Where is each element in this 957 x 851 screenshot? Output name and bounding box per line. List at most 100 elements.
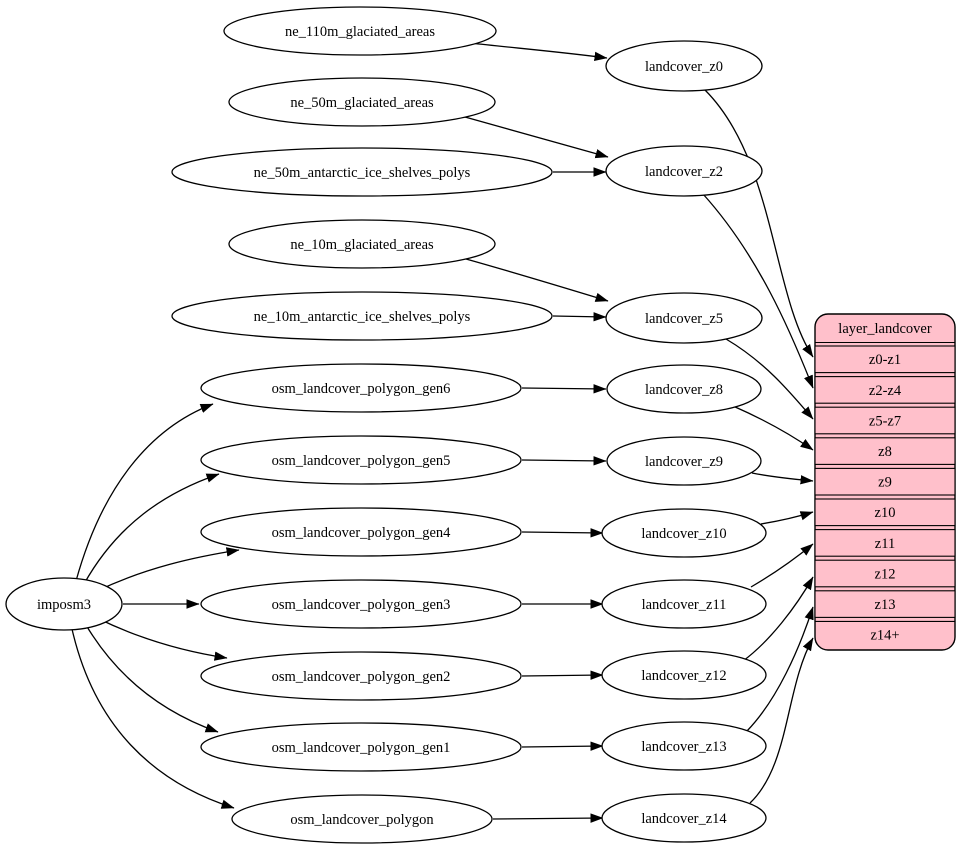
row-z5-z7-label: z5-z7 [869, 414, 901, 430]
node-landcover-z2: landcover_z2 [605, 145, 763, 197]
node-ne-10m-glaciated-areas: ne_10m_glaciated_areas [228, 219, 496, 269]
node-landcover-z9: landcover_z9 [606, 436, 762, 486]
node-landcover-z0: landcover_z0 [605, 40, 763, 92]
node-landcover-z12-label: landcover_z12 [641, 668, 726, 684]
node-imposm3: imposm3 [5, 577, 123, 631]
edge-imposm3-to-osm-landcover-polygon-gen2 [96, 617, 228, 661]
node-osm-landcover-polygon-gen3: osm_landcover_polygon_gen3 [200, 579, 522, 629]
node-osm-landcover-polygon-gen4: osm_landcover_polygon_gen4 [200, 507, 522, 557]
row-z8-cell [814, 437, 956, 465]
node-landcover-z11-shape [601, 579, 767, 629]
edge-landcover-z11-to-row-z11 [750, 543, 814, 588]
row-z9-label: z9 [878, 475, 892, 491]
node-landcover-z10: landcover_z10 [601, 508, 767, 558]
node-landcover-z2-shape [605, 145, 763, 197]
row-z8-label: z8 [878, 444, 892, 460]
node-landcover-z5-shape [605, 292, 763, 344]
edge-ne-110m-glaciated-areas-to-landcover-z0 [469, 42, 608, 62]
node-ne-50m-antarctic-ice-shelves-polys: ne_50m_antarctic_ice_shelves_polys [171, 147, 553, 197]
node-imposm3-label: imposm3 [37, 597, 91, 613]
node-ne-110m-glaciated-areas-label: ne_110m_glaciated_areas [285, 24, 435, 40]
node-landcover-z13-label: landcover_z13 [641, 739, 726, 755]
node-osm-landcover-polygon-gen1-label: osm_landcover_polygon_gen1 [272, 740, 451, 756]
node-imposm3-shape [5, 577, 123, 631]
edge-osm-landcover-polygon-to-landcover-z14 [492, 813, 604, 823]
node-ne-10m-glaciated-areas-label: ne_10m_glaciated_areas [290, 237, 434, 253]
layer-landcover-table: layer_landcover z0-z1 z2-z4 z5-z7 z8 z9 … [814, 313, 956, 651]
node-osm-landcover-polygon-gen6-shape [200, 363, 522, 413]
node-osm-landcover-polygon-gen3-shape [200, 579, 522, 629]
node-osm-landcover-polygon-gen3-label: osm_landcover_polygon_gen3 [272, 597, 451, 613]
node-landcover-z14-label: landcover_z14 [641, 811, 727, 827]
node-osm-landcover-polygon-gen2: osm_landcover_polygon_gen2 [200, 651, 522, 701]
node-ne-10m-antarctic-ice-shelves-polys-shape [171, 291, 553, 341]
node-ne-110m-glaciated-areas: ne_110m_glaciated_areas [223, 6, 497, 56]
row-z0-z1-cell [814, 345, 956, 374]
row-z11-label: z11 [875, 536, 895, 552]
edge-landcover-z9-to-row-z9 [751, 472, 814, 485]
row-z14plus-label: z14+ [870, 628, 899, 644]
node-ne-10m-glaciated-areas-shape [228, 219, 496, 269]
node-osm-landcover-polygon-gen6: osm_landcover_polygon_gen6 [200, 363, 522, 413]
node-landcover-z8-shape [606, 364, 762, 414]
row-z2-z4-cell [814, 376, 956, 404]
node-landcover-z11: landcover_z11 [601, 579, 767, 629]
row-z2-z4-label: z2-z4 [869, 383, 902, 399]
layer-landcover-title: layer_landcover [838, 321, 932, 337]
edge-ne-10m-glaciated-areas-to-landcover-z5 [465, 258, 609, 302]
edge-landcover-z12-to-row-z12 [742, 576, 814, 662]
node-ne-50m-glaciated-areas-shape [228, 77, 496, 127]
node-ne-50m-glaciated-areas: ne_50m_glaciated_areas [228, 77, 496, 127]
node-ne-50m-antarctic-ice-shelves-polys-shape [171, 147, 553, 197]
row-z9-cell [814, 467, 956, 496]
node-osm-landcover-polygon-gen2-shape [200, 651, 522, 701]
edge-osm-landcover-polygon-gen4-to-landcover-z10 [521, 528, 604, 538]
edge-landcover-z8-to-row-z8 [732, 405, 814, 451]
edge-imposm3-to-osm-landcover-polygon-gen4 [96, 547, 240, 592]
node-landcover-z5: landcover_z5 [605, 292, 763, 344]
edge-ne-10m-antarctic-ice-shelves-polys-to-landcover-z5 [552, 312, 607, 322]
node-osm-landcover-polygon-label: osm_landcover_polygon [290, 812, 434, 828]
row-z13-cell [814, 590, 956, 618]
node-ne-10m-antarctic-ice-shelves-polys-label: ne_10m_antarctic_ice_shelves_polys [254, 309, 471, 325]
node-landcover-z13: landcover_z13 [601, 721, 767, 771]
node-landcover-z5-label: landcover_z5 [645, 311, 723, 327]
row-z13-label: z13 [875, 597, 896, 613]
edge-landcover-z0-to-row-z0-z1 [704, 89, 814, 358]
node-landcover-z8-label: landcover_z8 [645, 382, 723, 398]
node-landcover-z14-shape [601, 793, 767, 843]
node-landcover-z14: landcover_z14 [601, 793, 767, 843]
edge-landcover-z5-to-row-z5-z7 [725, 338, 814, 420]
node-landcover-z10-shape [601, 508, 767, 558]
node-osm-landcover-polygon: osm_landcover_polygon [231, 794, 493, 844]
node-landcover-z10-label: landcover_z10 [641, 526, 726, 542]
row-z5-z7-cell [814, 406, 956, 435]
node-landcover-z8: landcover_z8 [606, 364, 762, 414]
node-landcover-z0-shape [605, 40, 763, 92]
node-landcover-z9-shape [606, 436, 762, 486]
edge-landcover-z10-to-row-z10 [760, 511, 814, 525]
edge-osm-landcover-polygon-gen6-to-landcover-z8 [521, 384, 607, 394]
edge-osm-landcover-polygon-gen2-to-landcover-z12 [521, 670, 604, 680]
node-osm-landcover-polygon-gen5-label: osm_landcover_polygon_gen5 [272, 453, 451, 469]
edge-osm-landcover-polygon-gen1-to-landcover-z13 [521, 741, 604, 751]
node-osm-landcover-polygon-gen4-label: osm_landcover_polygon_gen4 [272, 525, 452, 541]
node-landcover-z12-shape [601, 650, 767, 700]
node-osm-landcover-polygon-gen5-shape [200, 435, 522, 485]
node-osm-landcover-polygon-gen6-label: osm_landcover_polygon_gen6 [272, 381, 451, 397]
row-z11-cell [814, 529, 956, 557]
node-osm-landcover-polygon-gen2-label: osm_landcover_polygon_gen2 [272, 669, 451, 685]
node-landcover-z12: landcover_z12 [601, 650, 767, 700]
edge-landcover-z2-to-row-z2-z4 [702, 193, 814, 389]
row-z12-label: z12 [875, 567, 896, 583]
node-landcover-z11-label: landcover_z11 [642, 597, 727, 613]
node-osm-landcover-polygon-gen1: osm_landcover_polygon_gen1 [200, 722, 522, 772]
edge-imposm3-to-osm-landcover-polygon-gen5 [83, 473, 220, 585]
node-landcover-z0-label: landcover_z0 [645, 59, 723, 75]
row-z10-label: z10 [875, 505, 896, 521]
edge-landcover-z14-to-row-z14plus [749, 637, 814, 804]
node-landcover-z2-label: landcover_z2 [645, 164, 723, 180]
node-ne-50m-antarctic-ice-shelves-polys-label: ne_50m_antarctic_ice_shelves_polys [254, 165, 471, 181]
edge-ne-50m-glaciated-areas-to-landcover-z2 [464, 116, 609, 159]
